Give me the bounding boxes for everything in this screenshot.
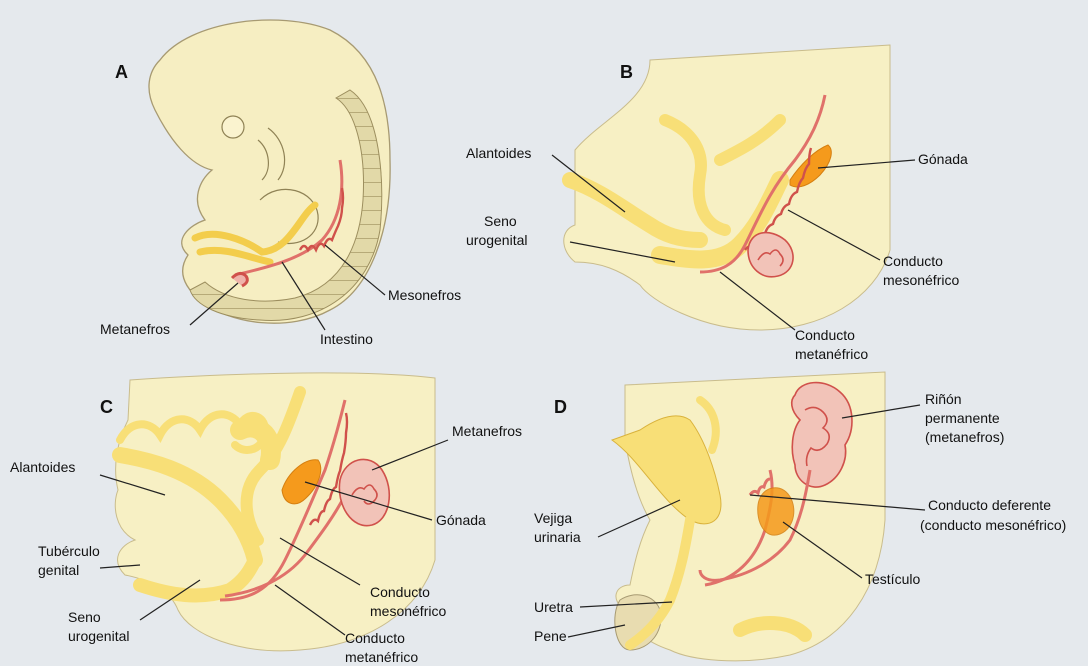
label-b-meta-1: Conducto: [795, 327, 855, 343]
label-b-seno-1: Seno: [484, 213, 517, 229]
label-c-metanefros: Metanefros: [452, 423, 522, 439]
label-c-meta-2: metanéfrico: [345, 649, 418, 665]
label-d-deferente-1: Conducto deferente: [928, 497, 1051, 513]
label-d-vejiga-1: Vejiga: [534, 510, 572, 526]
label-d-deferente-2: (conducto mesonéfrico): [920, 517, 1066, 533]
panel-d-letter: D: [554, 397, 567, 417]
label-c-tuberculo-2: genital: [38, 562, 79, 578]
label-d-rinon-3: (metanefros): [925, 429, 1004, 445]
label-d-rinon-1: Riñón: [925, 391, 962, 407]
label-d-rinon-2: permanente: [925, 410, 1000, 426]
label-d-pene: Pene: [534, 628, 567, 644]
label-d-testiculo: Testículo: [865, 571, 920, 587]
label-c-seno-2: urogenital: [68, 628, 130, 644]
label-c-tuberculo-1: Tubérculo: [38, 543, 100, 559]
label-a-intestino: Intestino: [320, 331, 373, 347]
panel-c-letter: C: [100, 397, 113, 417]
label-c-seno-1: Seno: [68, 609, 101, 625]
label-b-meso-2: mesonéfrico: [883, 272, 959, 288]
label-c-meso-1: Conducto: [370, 584, 430, 600]
label-c-gonada: Gónada: [436, 512, 486, 528]
label-b-meta-2: metanéfrico: [795, 346, 868, 362]
label-b-alantoides: Alantoides: [466, 145, 531, 161]
label-b-meso-1: Conducto: [883, 253, 943, 269]
optic-vesicle-a: [222, 116, 244, 138]
label-b-seno-2: urogenital: [466, 232, 528, 248]
label-a-mesonefros: Mesonefros: [388, 287, 461, 303]
panel-b-letter: B: [620, 62, 633, 82]
panel-a-letter: A: [115, 62, 128, 82]
label-c-alantoides: Alantoides: [10, 459, 75, 475]
label-a-metanefros: Metanefros: [100, 321, 170, 337]
label-d-uretra: Uretra: [534, 599, 573, 615]
label-b-gonada: Gónada: [918, 151, 968, 167]
label-c-meta-1: Conducto: [345, 630, 405, 646]
label-c-meso-2: mesonéfrico: [370, 603, 446, 619]
testis-d: [758, 488, 794, 535]
label-d-vejiga-2: urinaria: [534, 529, 581, 545]
